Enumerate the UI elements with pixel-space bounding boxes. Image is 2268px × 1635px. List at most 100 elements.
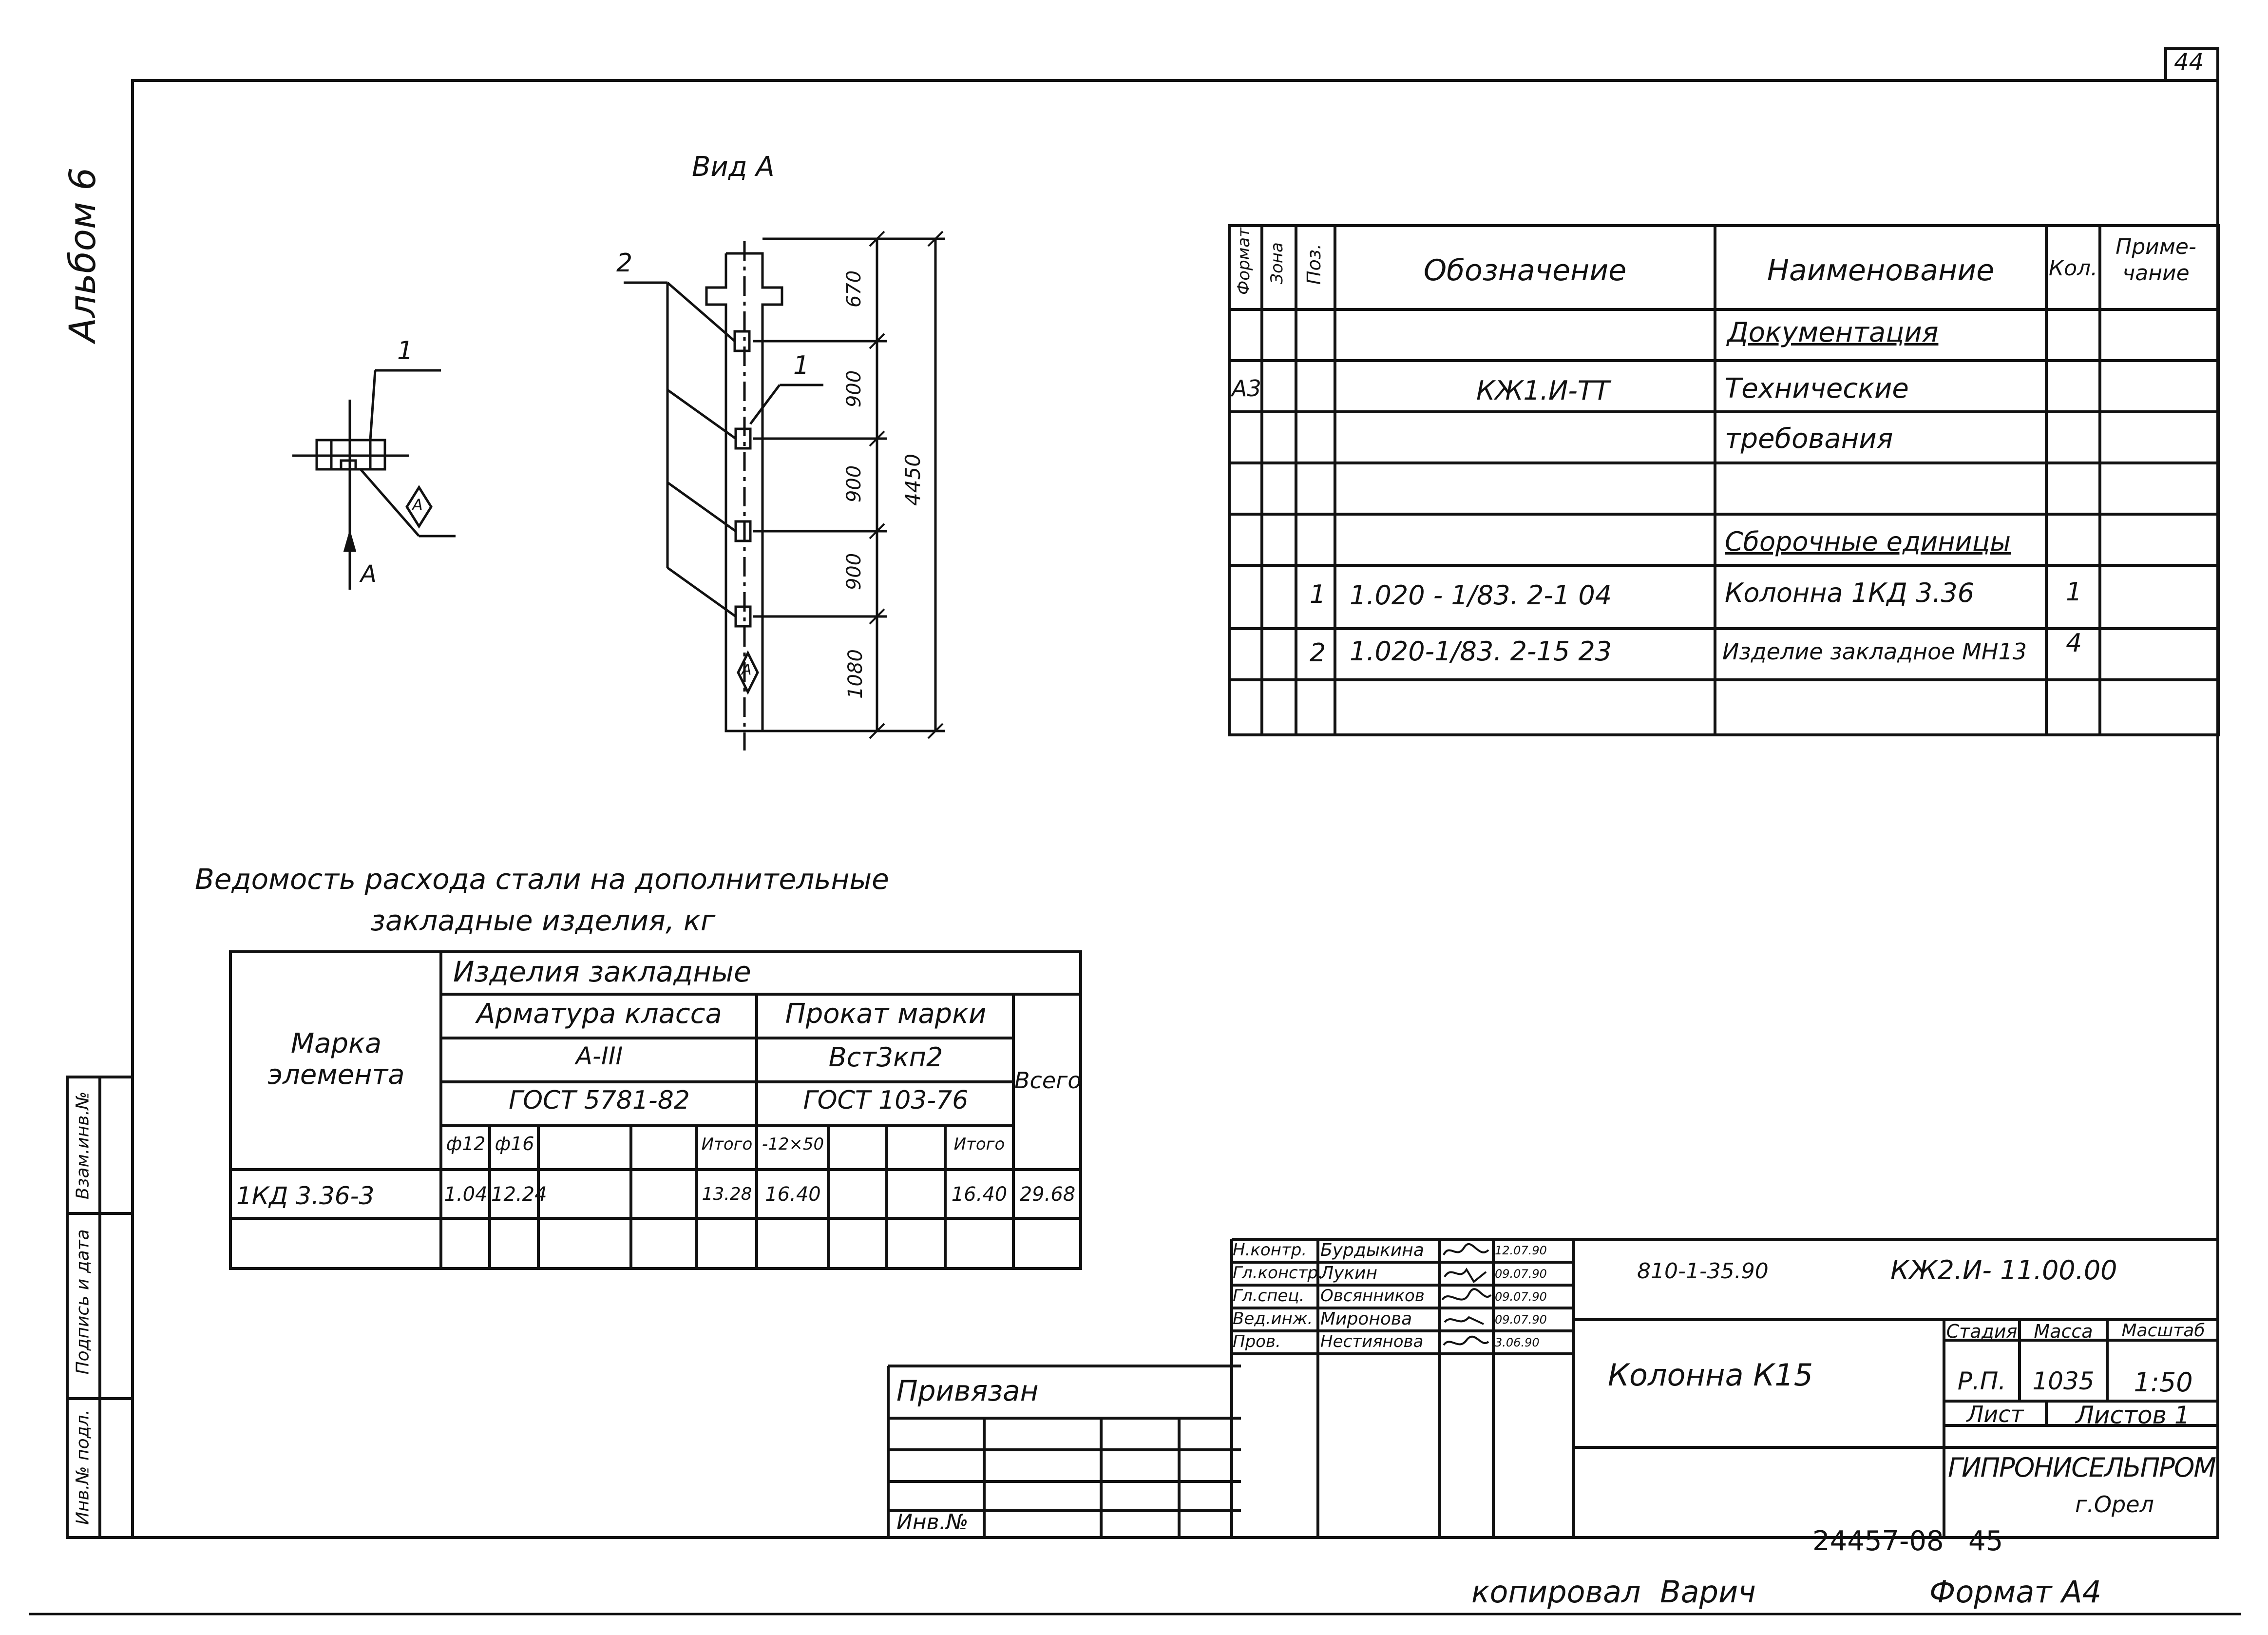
tb-stage: Р.П.	[1957, 1367, 2006, 1395]
steel-sub-header: ф16	[495, 1133, 534, 1154]
spec-row-format: А3	[1232, 375, 1261, 402]
tb-role: Гл.констр.	[1233, 1263, 1323, 1283]
steel-row-cell: 16.40	[951, 1183, 1008, 1206]
tb-role: Гл.спец.	[1233, 1286, 1305, 1306]
steel-table-lines	[229, 950, 1082, 1270]
spec-row-designation: КЖ1.И-ТТ	[1476, 375, 1610, 406]
tb-code-right: КЖ2.И- 11.00.00	[1890, 1255, 2117, 1286]
label-pos-1-section: 1	[397, 336, 414, 365]
tb-mass-header: Масса	[2034, 1321, 2093, 1342]
spec-row-name: Документация	[1727, 317, 1939, 348]
tb-role: Вед.инж.	[1233, 1309, 1313, 1328]
spec-row-name: Колонна 1КД 3.36	[1725, 577, 1975, 608]
view-arrow-label: А	[361, 560, 377, 588]
tb-name: Бурдыкина	[1320, 1240, 1424, 1260]
tb-name: Миронова	[1320, 1309, 1412, 1329]
tb-name: Лукин	[1320, 1263, 1378, 1283]
diamond-marker-column: А	[742, 661, 752, 678]
sheet-format: Формат А4	[1929, 1574, 2102, 1610]
tb-code-left: 810-1-35.90	[1637, 1259, 1769, 1284]
tb-object-name: Колонна К15	[1608, 1357, 1813, 1393]
tb-city: г.Орел	[2075, 1491, 2154, 1518]
dim-1080: 1080	[844, 649, 867, 699]
sheet-number-box	[2164, 47, 2219, 82]
tb-date: 12.07.90	[1495, 1244, 1547, 1257]
binding-block-lines	[887, 1365, 1241, 1538]
steel-row-cell: 12.24	[491, 1183, 547, 1206]
strip-sign-label: Подпись и дата	[73, 1229, 93, 1375]
tb-date: 09.07.90	[1495, 1267, 1547, 1281]
diamond-marker-section: А	[412, 496, 423, 514]
tb-role: Н.контр.	[1233, 1240, 1307, 1260]
dim-900-c: 900	[843, 553, 866, 591]
spec-header-designation: Обозначение	[1423, 253, 1627, 288]
steel-row-cell: 16.40	[765, 1183, 821, 1206]
label-pos-1-column: 1	[793, 351, 810, 380]
steel-armature-header: Арматура класса	[476, 998, 722, 1030]
steel-sub-header: Итого	[953, 1135, 1005, 1154]
spec-row-qty: 1	[2066, 577, 2082, 607]
steel-rolled-header: Прокат марки	[785, 998, 987, 1030]
strip-replace-label: Взам.инв.№	[73, 1091, 93, 1200]
steel-title-line2: закладные изделия, кг	[370, 904, 716, 937]
steel-group-header: Изделия закладные	[453, 955, 751, 988]
archive-page: 45	[1968, 1525, 2003, 1557]
column-drawing	[292, 231, 945, 750]
tb-sheet-label: Лист	[1966, 1401, 2024, 1427]
steel-mark-header: Марка элемента	[267, 1028, 405, 1091]
tb-name: Нестиянова	[1320, 1332, 1424, 1351]
label-pos-2: 2	[616, 249, 633, 278]
steel-armature-gost: ГОСТ 5781-82	[509, 1086, 690, 1115]
strip-inv-label: Инв.№ подл.	[73, 1409, 93, 1525]
sheet-number: 44	[2174, 49, 2204, 76]
steel-rolled-gost: ГОСТ 103-76	[803, 1086, 969, 1115]
steel-sub-header: Итого	[701, 1135, 753, 1154]
spec-row-designation: 1.020 - 1/83. 2-1 04	[1350, 580, 1612, 611]
title-block-lines	[1230, 1238, 2219, 1538]
steel-sub-header: ф12	[446, 1133, 486, 1154]
tb-role: Пров.	[1233, 1332, 1281, 1351]
spec-row-name: Изделие закладное МН13	[1722, 638, 2027, 665]
archive-number: 24457-08	[1812, 1525, 1944, 1557]
spec-header-note: Приме- чание	[2116, 234, 2196, 286]
view-title: Вид А	[692, 151, 775, 183]
spec-row-pos: 1	[1310, 580, 1326, 609]
tb-organization: ГИПРОНИСЕЛЬПРОМ	[1948, 1452, 2216, 1483]
spec-row-name: Сборочные единицы	[1725, 526, 2011, 557]
dim-total: 4450	[900, 454, 925, 506]
spec-row-name: требования	[1725, 423, 1893, 455]
steel-sub-header: -12×50	[762, 1135, 824, 1154]
tb-scale-header: Масштаб	[2121, 1321, 2205, 1341]
spec-table-lines	[1228, 224, 2220, 736]
steel-armature-class: А-III	[575, 1042, 623, 1070]
dim-900-b: 900	[843, 465, 866, 503]
steel-total-header: Всего	[1014, 1067, 1082, 1094]
steel-row-total: 29.68	[1019, 1183, 1076, 1206]
steel-title-line1: Ведомость расхода стали на дополнительны…	[195, 863, 889, 896]
tb-sheets-label: Листов 1	[2076, 1401, 2190, 1429]
binding-inv: Инв.№	[896, 1510, 969, 1535]
spec-row-pos: 2	[1310, 638, 1326, 668]
spec-header-pos: Поз.	[1303, 243, 1325, 285]
steel-row-mark: 1КД 3.36-3	[236, 1182, 375, 1210]
steel-row-cell: 1.04	[444, 1183, 488, 1206]
spec-header-zone: Зона	[1267, 242, 1287, 284]
signatures	[1441, 1243, 1492, 1346]
spec-header-name: Наименование	[1767, 253, 1995, 288]
sheet-frame	[131, 79, 2219, 1539]
dim-900-a: 900	[843, 370, 866, 408]
steel-rolled-grade: Вст3кп2	[828, 1042, 943, 1073]
spec-header-format: Формат	[1234, 228, 1254, 295]
spec-row-designation: 1.020-1/83. 2-15 23	[1350, 636, 1612, 667]
tb-stage-header: Стадия	[1946, 1321, 2018, 1342]
tb-date: 09.07.90	[1495, 1313, 1547, 1327]
spec-header-qty: Кол.	[2048, 256, 2098, 281]
tb-name: Овсянников	[1320, 1286, 1425, 1306]
dim-670: 670	[843, 270, 866, 308]
spec-row-name: Технические	[1725, 373, 1909, 404]
tb-date: 3.06.90	[1495, 1336, 1540, 1349]
tb-scale: 1:50	[2134, 1367, 2193, 1398]
tb-mass: 1035	[2032, 1367, 2095, 1395]
binding-title: Привязан	[896, 1374, 1039, 1407]
